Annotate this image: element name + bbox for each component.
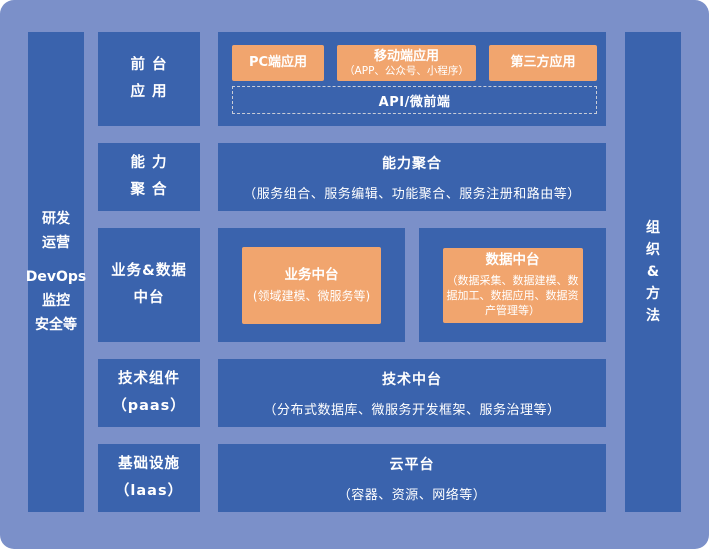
pc-app-title: PC端应用 <box>248 55 308 70</box>
thirdparty-app-title: 第三方应用 <box>510 55 576 70</box>
capability-panel: 能力聚合 （服务组合、服务编辑、功能聚合、服务注册和路由等） <box>218 143 606 211</box>
right-sidebar-char: & <box>646 264 660 280</box>
layer-label-frontend: 前 台 应 用 <box>98 32 200 126</box>
right-sidebar-char: 法 <box>646 308 660 324</box>
data-platform-card: 数据中台 （数据采集、数据建模、数据加工、数据应用、数据资产管理等） <box>442 247 583 323</box>
label-line: 应 用 <box>130 84 168 100</box>
left-sidebar-line: 运营 <box>42 235 70 251</box>
business-platform-panel: 业务中台 (领域建模、微服务等) <box>218 228 405 342</box>
label-line: 前 台 <box>130 57 168 73</box>
label-line: 技术组件 <box>118 371 180 387</box>
left-sidebar-line: DevOps <box>25 269 87 285</box>
thirdparty-app-box: 第三方应用 <box>489 45 597 81</box>
data-platform-title: 数据中台 <box>485 252 540 268</box>
business-platform-desc: (领域建模、微服务等) <box>252 288 371 303</box>
label-line: 业务&数据 <box>111 263 187 279</box>
left-sidebar: 研发 运营 DevOps 监控 安全等 <box>25 32 87 512</box>
data-platform-desc: （数据采集、数据建模、数据加工、数据应用、数据资产管理等） <box>446 274 579 317</box>
label-line: 聚 合 <box>130 182 168 198</box>
mobile-app-title: 移动端应用 <box>373 48 439 64</box>
right-sidebar-char: 织 <box>646 242 660 258</box>
capability-title: 能力聚合 <box>382 155 442 172</box>
pc-app-box: PC端应用 <box>232 45 324 81</box>
business-platform-title: 业务中台 <box>284 266 339 283</box>
layer-rows: 前 台 应 用 PC端应用 移动端应用 （APP、公众号、小程序） 第三方应用 <box>98 32 606 512</box>
mobile-app-subtitle: （APP、公众号、小程序） <box>344 64 469 77</box>
frontend-app-boxes: PC端应用 移动端应用 （APP、公众号、小程序） 第三方应用 <box>232 45 597 81</box>
layer-label-infrastructure: 基础设施 （laas） <box>98 444 200 512</box>
tech-platform-desc: （分布式数据库、微服务开发框架、服务治理等） <box>263 402 561 418</box>
layer-middle-platforms: 业务&数据 中台 业务中台 (领域建模、微服务等) 数据中台 （数据采集、数据建… <box>98 228 606 342</box>
left-sidebar-line: 研发 <box>42 211 70 227</box>
label-line: （laas） <box>114 483 184 499</box>
business-platform-card: 业务中台 (领域建模、微服务等) <box>242 246 381 324</box>
middle-platform-panels: 业务中台 (领域建模、微服务等) 数据中台 （数据采集、数据建模、数据加工、数据… <box>218 228 606 342</box>
right-sidebar-char: 组 <box>646 220 660 236</box>
mobile-app-box: 移动端应用 （APP、公众号、小程序） <box>337 45 476 81</box>
layer-tech-components: 技术组件 （paas） 技术中台 （分布式数据库、微服务开发框架、服务治理等） <box>98 359 606 427</box>
label-line: （paas） <box>112 398 186 414</box>
frontend-panel: PC端应用 移动端应用 （APP、公众号、小程序） 第三方应用 API/微前端 <box>218 32 606 126</box>
layer-infrastructure: 基础设施 （laas） 云平台 （容器、资源、网络等） <box>98 444 606 512</box>
cloud-platform-title: 云平台 <box>389 456 435 473</box>
cloud-platform-panel: 云平台 （容器、资源、网络等） <box>218 444 606 512</box>
api-microfrontend-bar: API/微前端 <box>232 86 597 114</box>
label-line: 能 力 <box>130 155 168 171</box>
data-platform-panel: 数据中台 （数据采集、数据建模、数据加工、数据应用、数据资产管理等） <box>419 228 606 342</box>
label-line: 基础设施 <box>118 456 180 472</box>
left-sidebar-line: 安全等 <box>35 317 77 333</box>
layer-frontend-apps: 前 台 应 用 PC端应用 移动端应用 （APP、公众号、小程序） 第三方应用 <box>98 32 606 126</box>
cloud-platform-desc: （容器、资源、网络等） <box>337 487 487 503</box>
left-sidebar-line: 监控 <box>42 293 70 309</box>
layer-capability-aggregation: 能 力 聚 合 能力聚合 （服务组合、服务编辑、功能聚合、服务注册和路由等） <box>98 143 606 211</box>
right-sidebar-char: 方 <box>646 286 660 302</box>
layer-label-tech: 技术组件 （paas） <box>98 359 200 427</box>
label-line: 中台 <box>133 290 165 306</box>
layer-label-capability: 能 力 聚 合 <box>98 143 200 211</box>
layer-label-middle-platforms: 业务&数据 中台 <box>98 228 200 342</box>
capability-desc: （服务组合、服务编辑、功能聚合、服务注册和路由等） <box>243 186 581 202</box>
tech-platform-title: 技术中台 <box>382 371 442 388</box>
right-sidebar: 组 织 & 方 法 <box>625 32 681 512</box>
tech-platform-panel: 技术中台 （分布式数据库、微服务开发框架、服务治理等） <box>218 359 606 427</box>
